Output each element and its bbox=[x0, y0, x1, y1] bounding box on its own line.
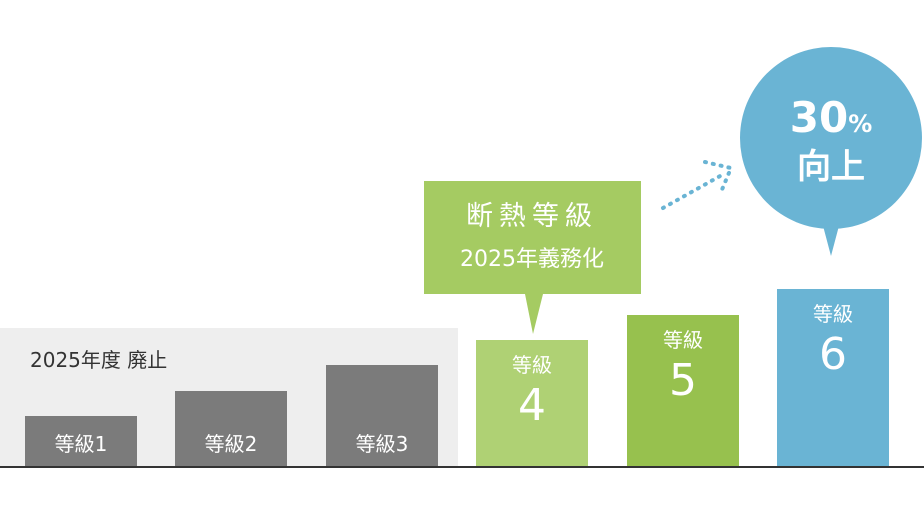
mandatory-callout: 断熱等級 2025年義務化 bbox=[424, 181, 641, 334]
bar-label-grade-3: 等級3 bbox=[356, 432, 409, 456]
mandatory-callout-title: 断熱等級 bbox=[466, 201, 598, 232]
bar-number-grade-6: 6 bbox=[819, 329, 847, 380]
improvement-circle bbox=[740, 47, 922, 229]
bar-grade-4 bbox=[476, 340, 588, 467]
bar-number-grade-5: 5 bbox=[669, 355, 697, 406]
dotted-arrow-line bbox=[661, 173, 724, 210]
abolished-zone-label: 2025年度 廃止 bbox=[30, 348, 167, 372]
bar-grade-2 bbox=[175, 391, 287, 467]
improvement-callout: 30% 向上 bbox=[740, 47, 922, 256]
mandatory-callout-box bbox=[424, 181, 641, 294]
bar-label-grade-1: 等級1 bbox=[55, 432, 108, 456]
bar-grade-3 bbox=[326, 365, 438, 467]
bar-prefix-grade-4: 等級 bbox=[512, 353, 552, 377]
improvement-label: 向上 bbox=[797, 147, 865, 187]
bar-number-grade-4: 4 bbox=[518, 380, 546, 431]
bar-prefix-grade-6: 等級 bbox=[813, 302, 853, 326]
bar-grade-1 bbox=[25, 416, 137, 467]
dotted-arrow-head bbox=[703, 160, 734, 194]
bar-grade-6 bbox=[777, 289, 889, 467]
improvement-value: 30% bbox=[790, 93, 873, 142]
bars-group: 等級1 等級2 等級3 等級 4 等級 5 等級 6 bbox=[25, 289, 889, 467]
bar-grade-5 bbox=[627, 315, 739, 467]
mandatory-callout-tail bbox=[525, 294, 543, 334]
bar-prefix-grade-5: 等級 bbox=[663, 328, 703, 352]
dotted-arrow bbox=[661, 160, 734, 210]
bar-label-grade-2: 等級2 bbox=[205, 432, 258, 456]
improvement-circle-tail bbox=[822, 222, 840, 256]
mandatory-callout-subtitle: 2025年義務化 bbox=[460, 247, 604, 272]
